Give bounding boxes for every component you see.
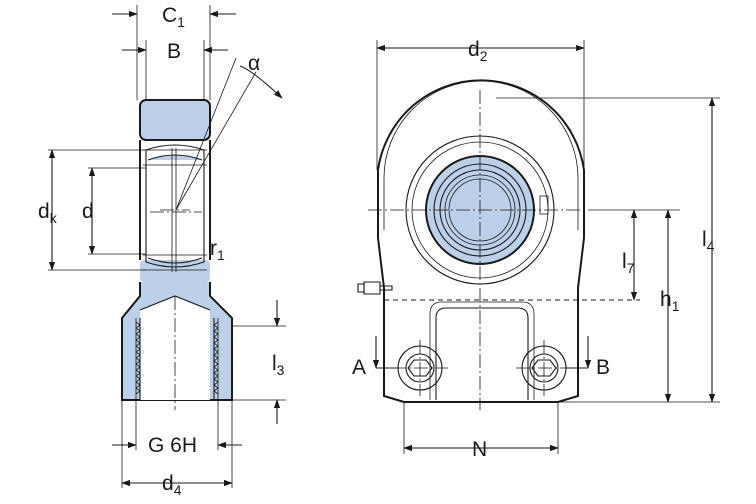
label-b-right: B xyxy=(596,356,610,379)
lube-slot xyxy=(539,195,549,215)
label-b: B xyxy=(167,40,181,63)
label-d4: d4 xyxy=(162,472,182,498)
label-c1: C1 xyxy=(162,4,185,30)
label-h1: h1 xyxy=(660,288,680,314)
side-section-view xyxy=(48,5,286,488)
label-d2: d2 xyxy=(468,38,488,64)
label-l4: l4 xyxy=(702,228,715,254)
label-n: N xyxy=(472,438,487,461)
outer-ring-top xyxy=(140,100,210,140)
inner-ring xyxy=(145,144,205,268)
label-dk: dk xyxy=(38,200,58,226)
label-g6h: G 6H xyxy=(148,434,197,457)
label-a: A xyxy=(352,356,366,379)
label-d: d xyxy=(82,200,94,223)
label-alpha: α xyxy=(248,52,260,75)
clamp-slot xyxy=(435,307,529,400)
housing-outline xyxy=(377,79,585,403)
label-l7: l7 xyxy=(622,250,635,276)
label-l3: l3 xyxy=(272,352,285,378)
front-view xyxy=(357,40,720,454)
label-r1: r1 xyxy=(210,237,225,263)
grease-nipple xyxy=(357,281,393,295)
